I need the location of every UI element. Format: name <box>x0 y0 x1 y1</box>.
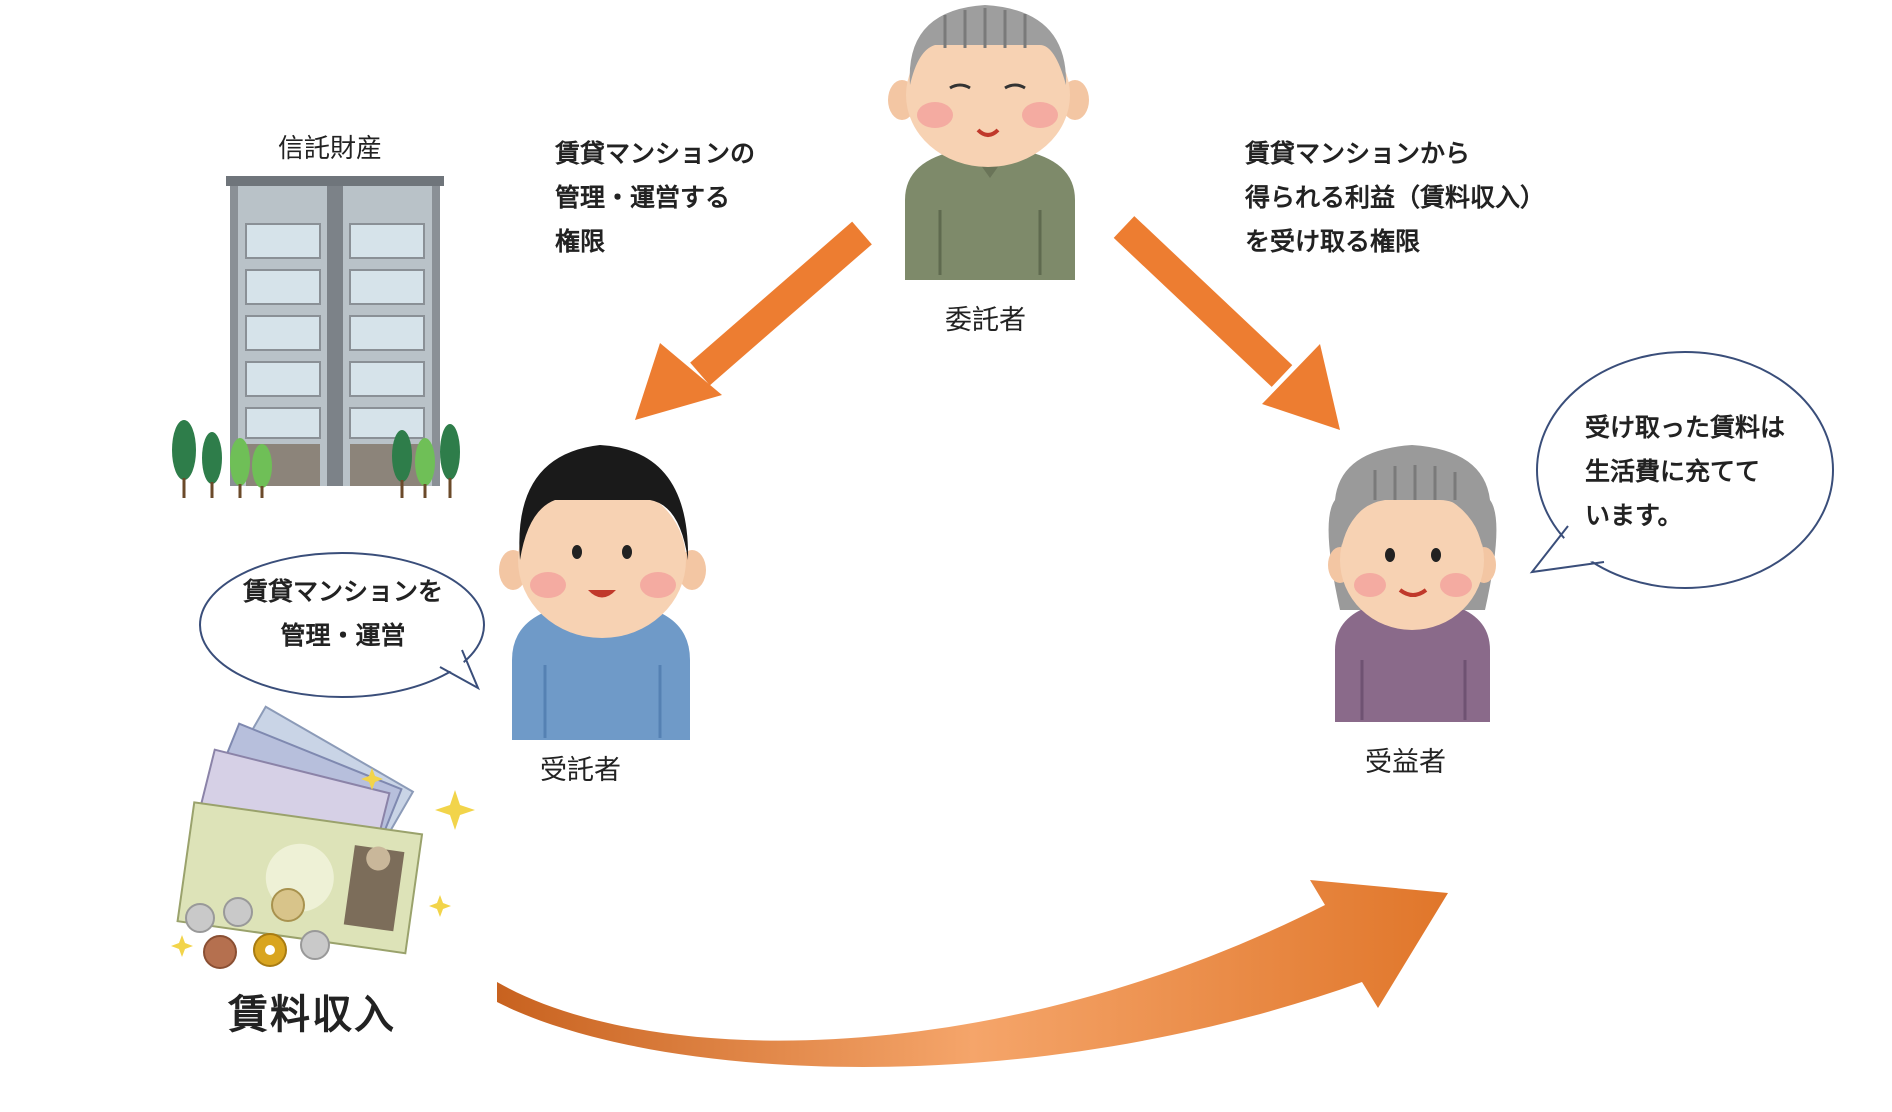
arrow-settlor-to-trustee <box>635 221 872 420</box>
bubble-line: 賃貸マンションを <box>242 577 443 606</box>
middle-aged-man-icon <box>499 445 706 740</box>
trustee-bubble-text: 賃貸マンションを 管理・運営 <box>232 570 454 658</box>
caption-line: 賃貸マンションの <box>555 139 756 168</box>
right-arrow-caption: 賃貸マンションから 得られる利益（賃料収入） を受け取る権限 <box>1245 132 1545 264</box>
caption-line: 得られる利益（賃料収入） <box>1245 183 1546 212</box>
caption-line: 権限 <box>555 227 606 256</box>
banknotes-and-coins-icon <box>171 705 475 969</box>
trust-property-label: 信託財産 <box>278 134 383 164</box>
settlor-label: 委託者 <box>945 305 1026 336</box>
elderly-man-icon <box>888 5 1089 280</box>
apartment-building-icon <box>226 176 444 486</box>
arrow-income-to-beneficiary <box>497 880 1448 1068</box>
bubble-line: 管理・運営 <box>280 621 406 650</box>
beneficiary-label: 受益者 <box>1365 747 1446 778</box>
bubble-line: 受け取った賃料は <box>1585 413 1786 442</box>
bubble-line: 生活費に充てて <box>1585 457 1761 486</box>
caption-line: 管理・運営する <box>555 183 731 212</box>
beneficiary-speech-bubble <box>1529 351 1834 589</box>
left-arrow-caption: 賃貸マンションの 管理・運営する 権限 <box>555 132 755 264</box>
arrow-settlor-to-beneficiary <box>1113 216 1340 430</box>
rental-income-label: 賃料収入 <box>228 992 396 1038</box>
trustee-speech-bubble <box>199 552 485 698</box>
caption-line: 賃貸マンションから <box>1245 139 1471 168</box>
trustee-label: 受託者 <box>540 755 621 786</box>
trees-icon <box>172 420 460 498</box>
bubble-line: います。 <box>1585 501 1683 530</box>
beneficiary-bubble-text: 受け取った賃料は 生活費に充てて います。 <box>1585 406 1785 538</box>
elderly-woman-icon <box>1328 445 1497 722</box>
caption-line: を受け取る権限 <box>1245 227 1421 256</box>
